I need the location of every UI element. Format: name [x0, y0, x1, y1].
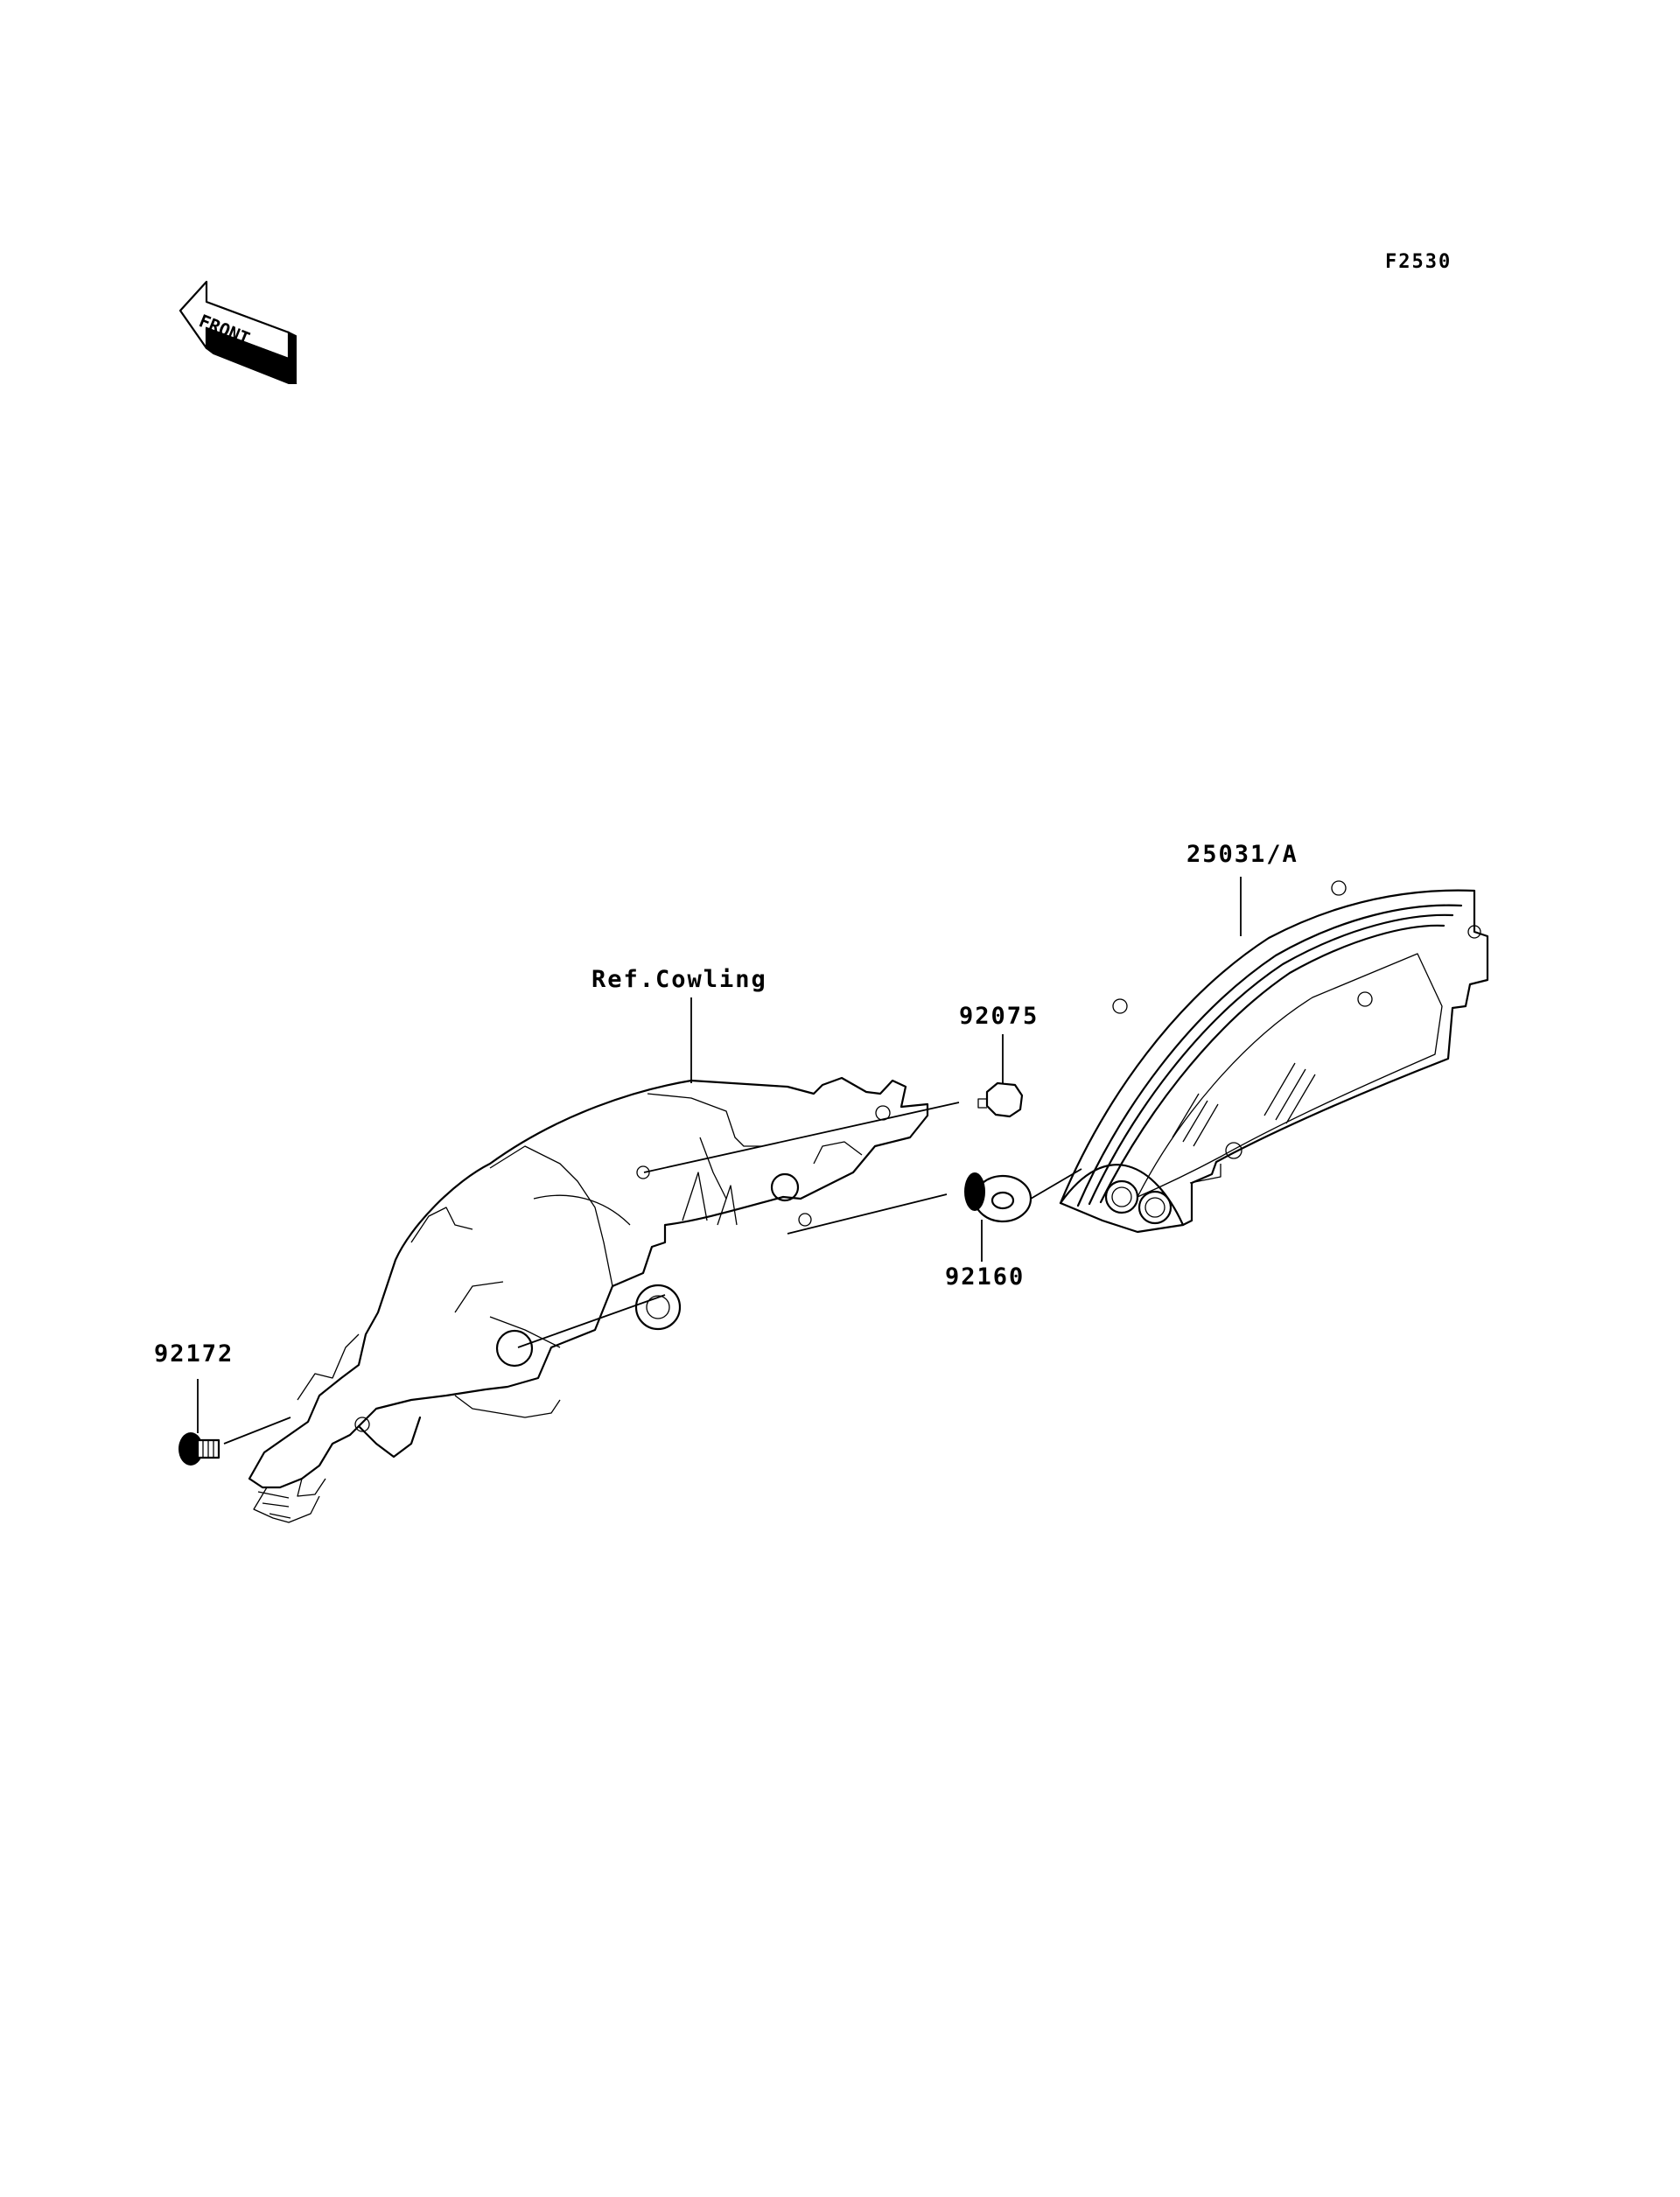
label-meter-25031a: 25031/A	[1186, 841, 1298, 868]
cowling-bracket-drawing	[248, 1076, 929, 1523]
label-screw-92172: 92172	[154, 1340, 234, 1368]
figure-code: F2530	[1385, 251, 1452, 273]
label-ref-cowling: Ref.Cowling	[592, 966, 767, 993]
grommet-92160-drawing	[964, 1172, 1032, 1223]
label-pin-92075: 92075	[959, 1003, 1039, 1030]
assembly-lines	[197, 877, 1242, 1445]
screw-92172-drawing	[178, 1432, 220, 1466]
label-grommet-92160: 92160	[945, 1263, 1025, 1291]
pin-92075-drawing	[977, 1081, 1024, 1118]
front-arrow-icon: FRONT	[178, 280, 298, 384]
meter-assembly-drawing	[1059, 880, 1489, 1234]
